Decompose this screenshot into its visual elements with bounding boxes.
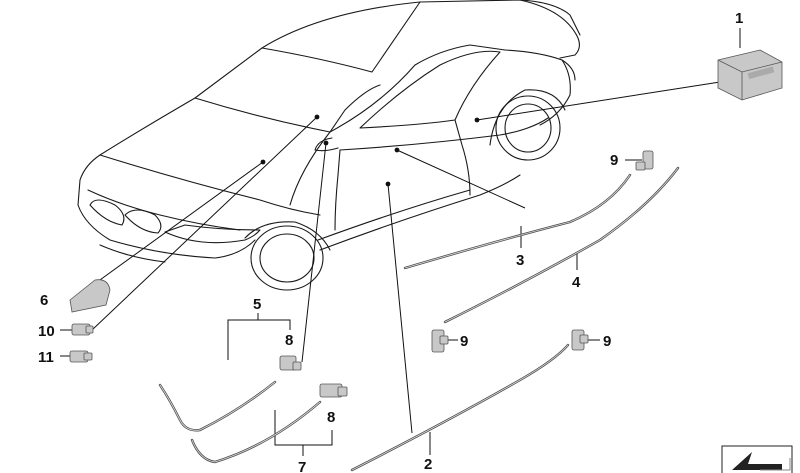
callout-5: 5 <box>253 296 261 313</box>
callout-3: 3 <box>516 252 524 269</box>
connector-part-9-right <box>571 329 589 351</box>
callout-10: 10 <box>38 323 55 340</box>
connector-part-9-top <box>635 150 654 171</box>
callout-2: 2 <box>424 456 432 473</box>
callout-9-right: 9 <box>603 333 611 350</box>
sensor-part-10 <box>71 323 94 336</box>
callout-6: 6 <box>40 292 48 309</box>
callout-1: 1 <box>735 10 743 27</box>
connector-part-8-upper <box>279 355 302 371</box>
connector-part-8-lower <box>319 383 348 398</box>
parts <box>69 49 783 472</box>
antenna-cable-7 <box>190 400 322 464</box>
sensor-part-11 <box>69 350 93 363</box>
bracket-part-6 <box>69 279 111 313</box>
car-illustration <box>77 0 581 291</box>
callout-4: 4 <box>572 274 581 291</box>
leader-lines <box>60 28 741 456</box>
callout-9-top: 9 <box>610 152 618 169</box>
control-unit-part <box>717 49 783 101</box>
antenna-cable-3 <box>403 173 632 270</box>
connector-part-9-left <box>431 329 449 353</box>
callout-8-lower: 8 <box>327 409 335 426</box>
callout-8-upper: 8 <box>285 332 293 349</box>
callout-7: 7 <box>298 459 306 473</box>
antenna-cable-5 <box>158 380 277 432</box>
antenna-cable-4 <box>443 166 680 324</box>
callout-11: 11 <box>38 349 54 366</box>
diagram-nav-icon[interactable] <box>721 445 793 473</box>
callout-labels: 1 2 3 4 5 6 7 8 8 9 9 9 10 11 <box>38 10 743 473</box>
antenna-cable-2 <box>350 343 570 472</box>
callout-9-left: 9 <box>460 333 468 350</box>
